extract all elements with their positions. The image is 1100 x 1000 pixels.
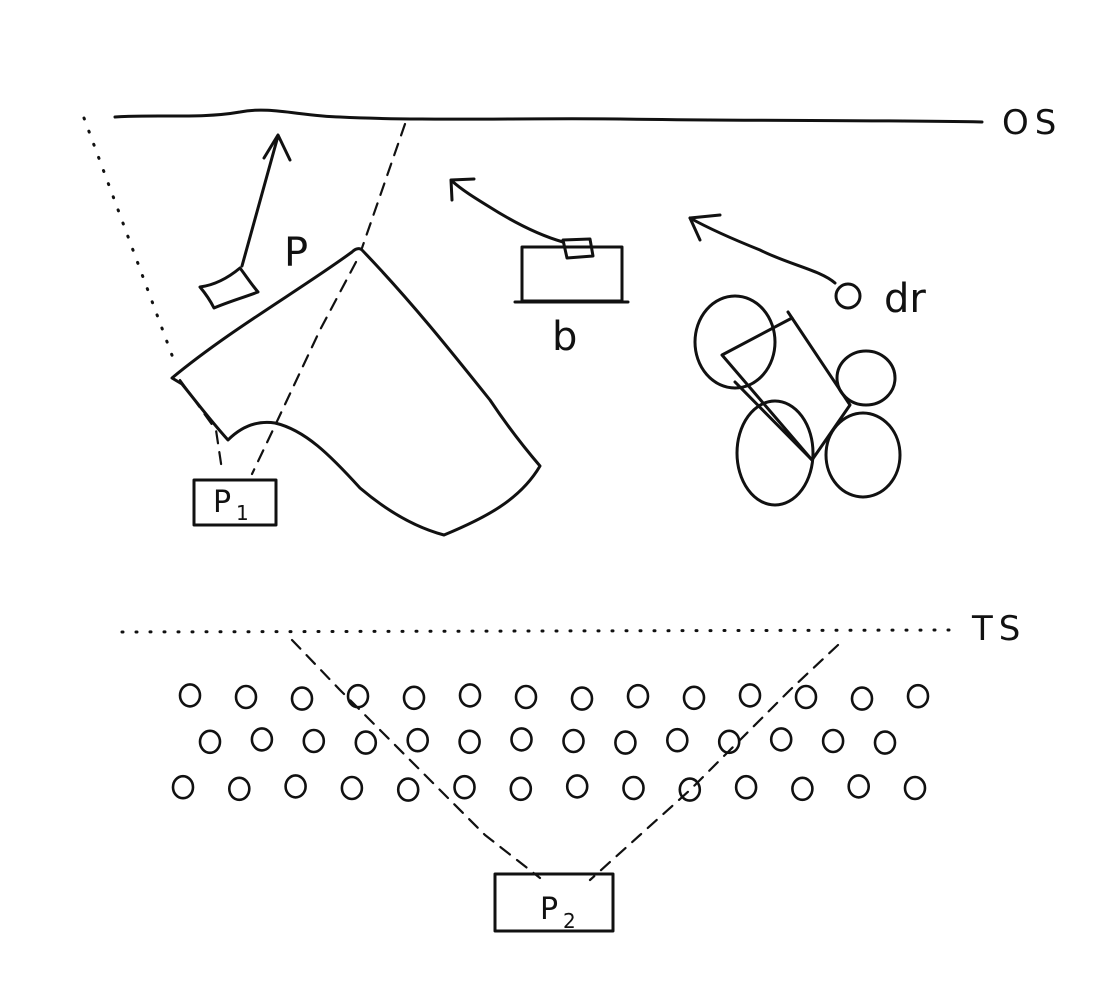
drone-rotor-top-right [835, 349, 897, 407]
projector-2-box [493, 872, 615, 933]
target-particle [678, 777, 702, 802]
drone-rotor-bottom-right [824, 411, 902, 499]
label-object-surface: OS [1002, 103, 1062, 143]
drone-rotor-bottom-left [735, 399, 815, 507]
label-projector-1-sub: 1 [236, 501, 249, 525]
drone-rotor-top-left [693, 294, 777, 390]
large-object-shape [170, 247, 542, 537]
drone-marker [834, 282, 862, 310]
target-particle [903, 775, 927, 801]
projector-1-cone-right-edge [360, 122, 407, 250]
object-surface-line [113, 108, 984, 124]
label-board: b [552, 314, 577, 360]
target-particle [622, 775, 645, 801]
target-particle [565, 774, 589, 799]
drone-frame [720, 316, 852, 462]
label-patch: P [284, 230, 308, 276]
target-particle [514, 684, 538, 710]
label-projector-2-sub: 2 [563, 909, 576, 933]
drone-arrow-shaft [688, 216, 837, 285]
target-particle [682, 685, 706, 711]
target-particle-field [171, 683, 930, 802]
drone-frame-inner [733, 310, 814, 462]
target-particle [665, 727, 689, 753]
target-particle [354, 730, 378, 755]
target-particle [198, 729, 222, 755]
projector-1-box [192, 478, 278, 527]
label-projector-2: P [540, 892, 558, 927]
patch-marker [198, 266, 260, 310]
target-particle [821, 728, 845, 754]
target-particle [406, 727, 430, 753]
label-drone: dr [884, 276, 926, 322]
patch-arrow-head [262, 133, 292, 162]
projector-2-cone-left-edge [290, 638, 542, 880]
target-particle [234, 684, 258, 710]
target-particle [453, 774, 476, 800]
target-particle [171, 774, 195, 800]
target-particle [873, 730, 897, 755]
target-particle [734, 774, 758, 800]
projector-1-cone-right-lower [250, 260, 358, 476]
target-particle [847, 774, 871, 799]
target-particle [769, 727, 793, 752]
target-particle [346, 683, 370, 709]
target-particle [458, 683, 482, 708]
target-particle [906, 683, 930, 709]
target-particle [791, 776, 814, 802]
target-particle [850, 686, 874, 711]
target-particle [228, 776, 251, 802]
target-particle [570, 686, 594, 711]
target-particle [250, 727, 274, 752]
target-particle [626, 683, 650, 709]
target-particle [458, 729, 481, 755]
drone-arrow-head [688, 213, 722, 242]
patch-arrow-shaft [240, 134, 280, 268]
target-particle [510, 727, 533, 752]
target-particle [396, 777, 420, 802]
target-particle [738, 683, 762, 708]
projector-1-cone-left-edge [82, 116, 178, 368]
target-particle [509, 776, 533, 802]
board-arrow-shaft [450, 179, 565, 244]
board-frame [520, 245, 624, 303]
target-particle [402, 685, 426, 711]
target-particle [290, 686, 314, 711]
label-target-surface: TS [971, 609, 1026, 649]
board-marker [561, 237, 595, 260]
target-particle [794, 684, 818, 710]
label-projector-1: P [213, 485, 231, 520]
target-particle [340, 775, 364, 801]
board-arrow-head [449, 177, 476, 202]
target-particle [178, 683, 202, 708]
target-particle [302, 728, 326, 754]
target-particle [284, 774, 307, 799]
target-particle [614, 730, 637, 755]
projector-2-cone-right-edge [588, 643, 840, 882]
target-particle [562, 728, 585, 754]
target-surface-line [120, 628, 957, 634]
